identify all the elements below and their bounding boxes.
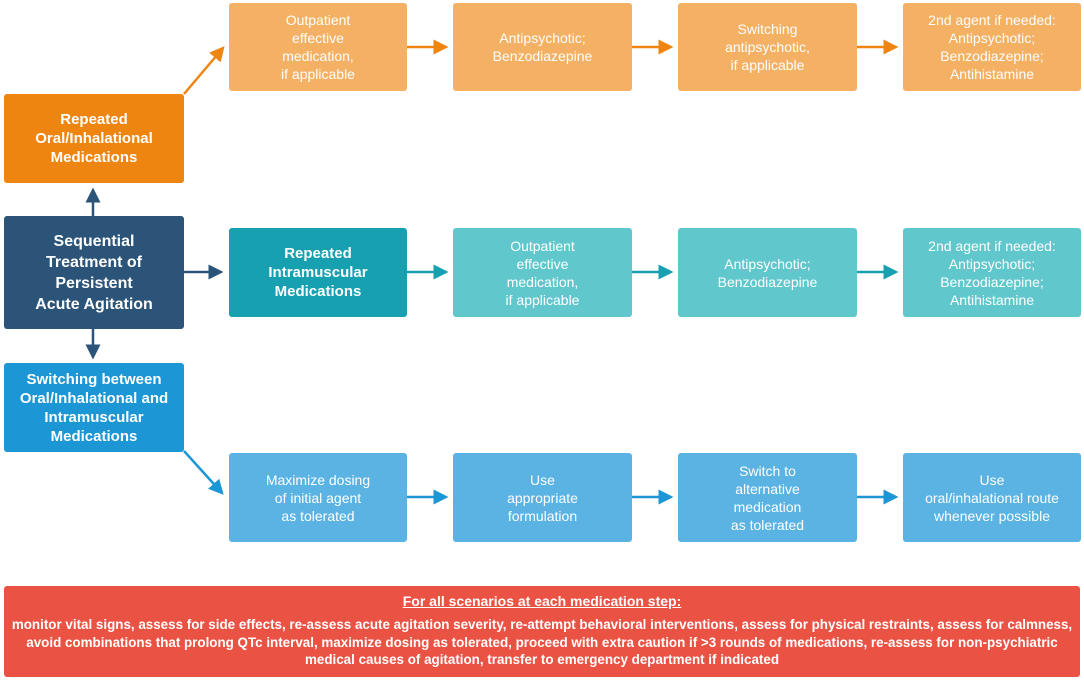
switch-step-4: Use oral/inhalational route whenever pos… [903,453,1081,542]
switch-step-2: Use appropriate formulation [453,453,632,542]
arrow-switch-to-step1 [183,450,224,495]
switch-step-3: Switch to alternative medication as tole… [678,453,857,542]
footer-note-title: For all scenarios at each medication ste… [402,593,682,609]
oral-step-3: Switching antipsychotic, if applicable [678,3,857,91]
oral-step-1: Outpatient effective medication, if appl… [229,3,407,91]
footer-note: For all scenarios at each medication ste… [4,586,1080,677]
oral-branch-header: Repeated Oral/Inhalational Medications [4,94,184,183]
switch-branch-header: Switching between Oral/Inhalational and … [4,363,184,452]
footer-note-body: monitor vital signs, assess for side eff… [11,617,1073,667]
switch-step-1: Maximize dosing of initial agent as tole… [229,453,407,542]
arrow-oral-to-step1 [183,46,225,95]
oral-step-2: Antipsychotic; Benzodiazepine [453,3,632,91]
im-step-1: Outpatient effective medication, if appl… [453,228,632,317]
main-node-sequential-treatment: Sequential Treatment of Persistent Acute… [4,216,184,329]
im-step-2: Antipsychotic; Benzodiazepine [678,228,857,317]
oral-step-4: 2nd agent if needed: Antipsychotic; Benz… [903,3,1081,91]
im-step-3: 2nd agent if needed: Antipsychotic; Benz… [903,228,1081,317]
im-branch-header: Repeated Intramuscular Medications [229,228,407,317]
